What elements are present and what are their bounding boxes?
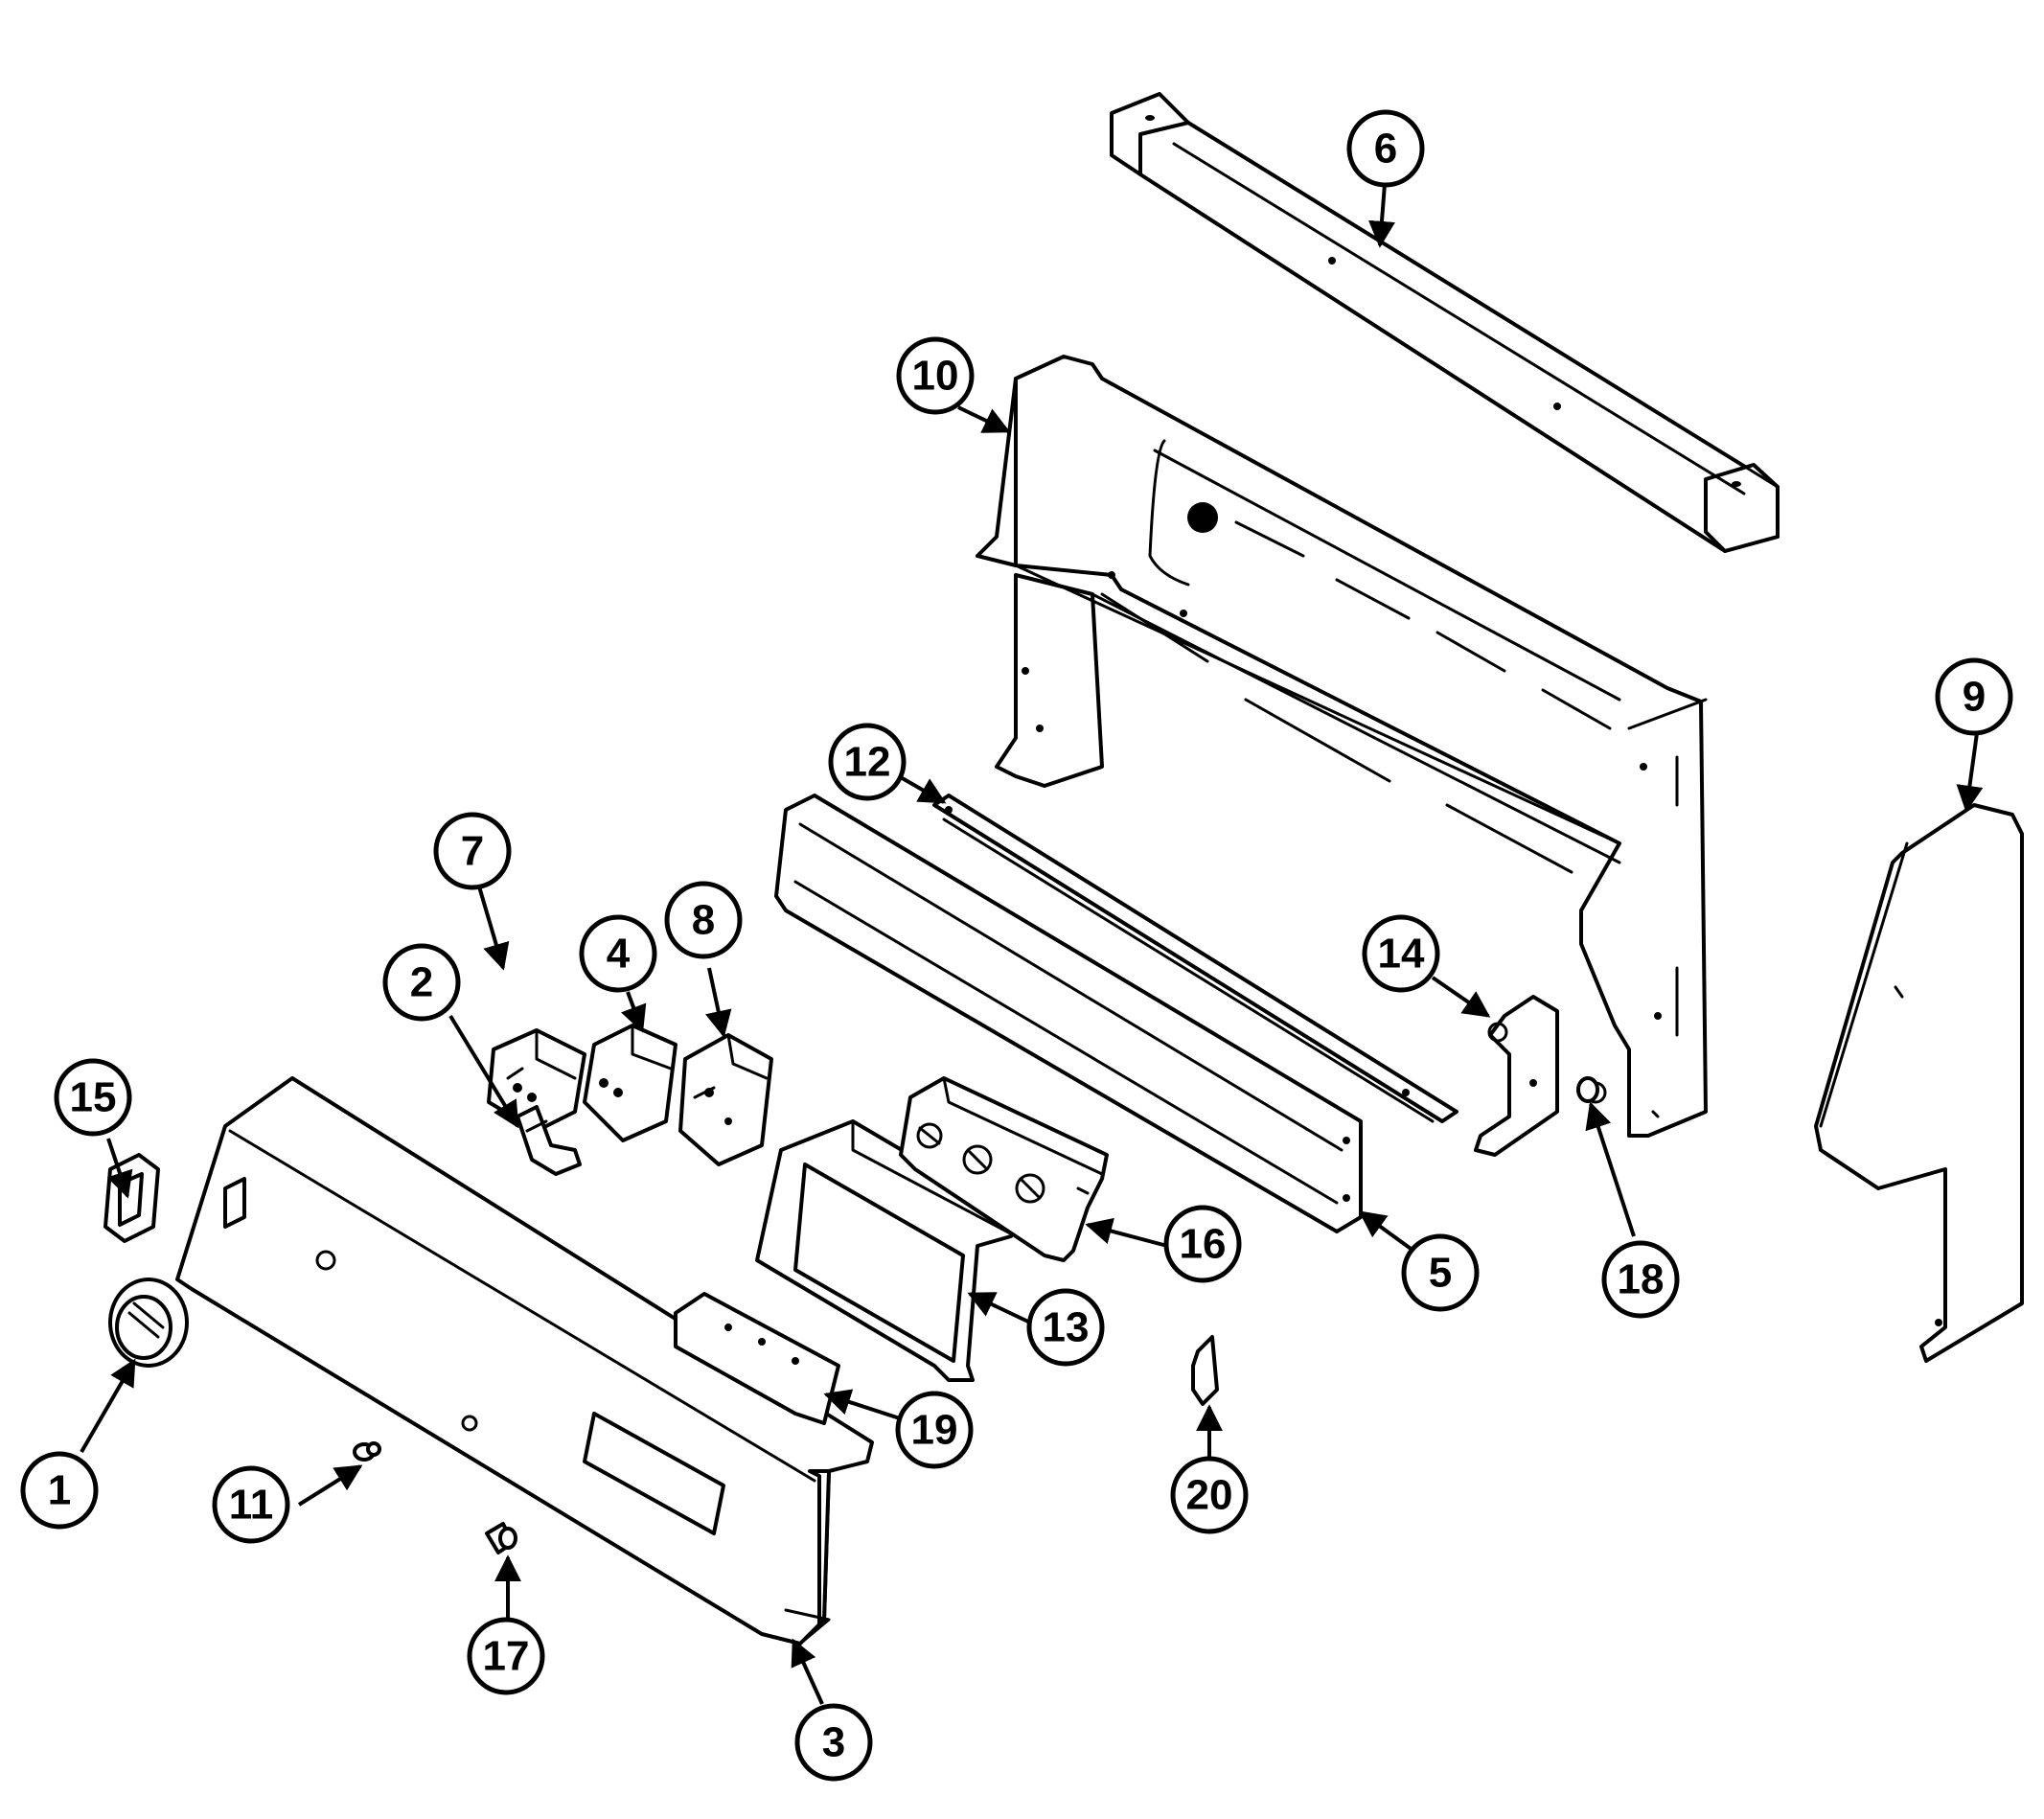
callout-19-label: 19 xyxy=(911,1407,958,1454)
part-switch-4 xyxy=(583,1024,678,1142)
callout-1: 1 xyxy=(20,1451,99,1530)
callout-14-label: 14 xyxy=(1378,931,1425,978)
callout-9: 9 xyxy=(1935,657,2013,736)
callout-10-label: 10 xyxy=(912,353,959,400)
part-knob-1 xyxy=(108,1278,189,1368)
callout-6-label: 6 xyxy=(1374,126,1397,173)
leader-7 xyxy=(477,886,510,971)
leader-5 xyxy=(1358,1210,1415,1253)
leader-19 xyxy=(823,1389,907,1422)
leader-13 xyxy=(967,1292,1031,1324)
callout-12: 12 xyxy=(828,723,907,801)
callout-8: 8 xyxy=(664,881,743,959)
callout-13: 13 xyxy=(1026,1288,1105,1367)
callout-3: 3 xyxy=(794,1703,873,1782)
leader-1 xyxy=(80,1358,136,1454)
callout-5-label: 5 xyxy=(1429,1250,1452,1297)
leader-10 xyxy=(957,405,1011,433)
callout-7: 7 xyxy=(433,812,512,890)
callout-16: 16 xyxy=(1163,1205,1242,1283)
callout-17-label: 17 xyxy=(483,1633,530,1680)
part-clip-2 xyxy=(516,1105,582,1176)
part-channel xyxy=(774,794,1363,1233)
callout-4-label: 4 xyxy=(607,931,631,978)
part-plug-17 xyxy=(485,1522,517,1554)
leader-14 xyxy=(1431,976,1491,1018)
leader-11 xyxy=(297,1464,363,1507)
callout-2-label: 2 xyxy=(410,959,433,1006)
callout-20: 20 xyxy=(1170,1456,1249,1534)
part-clock-16 xyxy=(899,1076,1109,1262)
callout-15-label: 15 xyxy=(70,1074,117,1121)
callout-12-label: 12 xyxy=(844,739,891,786)
callout-7-label: 7 xyxy=(461,828,484,875)
part-main-frame xyxy=(976,355,1708,1138)
part-top-rail xyxy=(1110,92,1780,553)
callout-18-label: 18 xyxy=(1618,1256,1665,1303)
leader-15 xyxy=(106,1138,133,1199)
leader-6 xyxy=(1368,183,1395,248)
callout-20-label: 20 xyxy=(1186,1472,1233,1519)
callout-9-label: 9 xyxy=(1963,674,1986,721)
part-rocker-15 xyxy=(103,1153,160,1243)
leader-2 xyxy=(448,1014,519,1129)
part-timer-8 xyxy=(678,1033,773,1166)
leader-3 xyxy=(791,1638,824,1705)
callout-18: 18 xyxy=(1601,1240,1680,1319)
callout-16-label: 16 xyxy=(1180,1221,1227,1268)
callout-3-label: 3 xyxy=(822,1719,845,1766)
callout-4: 4 xyxy=(579,914,657,993)
part-end-panel xyxy=(1814,803,2024,1363)
callout-15: 15 xyxy=(54,1058,132,1137)
leader-18 xyxy=(1585,1101,1636,1237)
callout-8-label: 8 xyxy=(692,897,715,944)
leader-9 xyxy=(1956,732,1984,813)
callout-11-label: 11 xyxy=(229,1482,274,1529)
callout-11: 11 xyxy=(212,1465,290,1544)
leader-12 xyxy=(898,774,947,804)
part-grommet-18 xyxy=(1576,1076,1599,1103)
callout-17: 17 xyxy=(467,1617,545,1695)
leader-16 xyxy=(1085,1217,1168,1248)
callout-2: 2 xyxy=(382,943,461,1022)
callout-1-label: 1 xyxy=(48,1467,71,1514)
part-side-bracket xyxy=(1474,995,1607,1157)
callout-19: 19 xyxy=(895,1391,974,1469)
callout-13-label: 13 xyxy=(1043,1304,1090,1351)
leader-lines xyxy=(80,183,1984,1705)
callout-10: 10 xyxy=(896,336,975,415)
callouts: 1 2 3 4 5 6 7 8 9 10 11 12 13 14 15 16 1… xyxy=(20,109,2013,1782)
callout-14: 14 xyxy=(1362,914,1440,993)
part-plate-19 xyxy=(674,1292,840,1425)
leader-8 xyxy=(705,967,732,1038)
part-clip-20 xyxy=(1191,1335,1219,1406)
callout-5: 5 xyxy=(1401,1233,1480,1312)
callout-6: 6 xyxy=(1346,109,1425,188)
part-screw-11 xyxy=(353,1441,381,1462)
leader-4 xyxy=(621,991,647,1033)
